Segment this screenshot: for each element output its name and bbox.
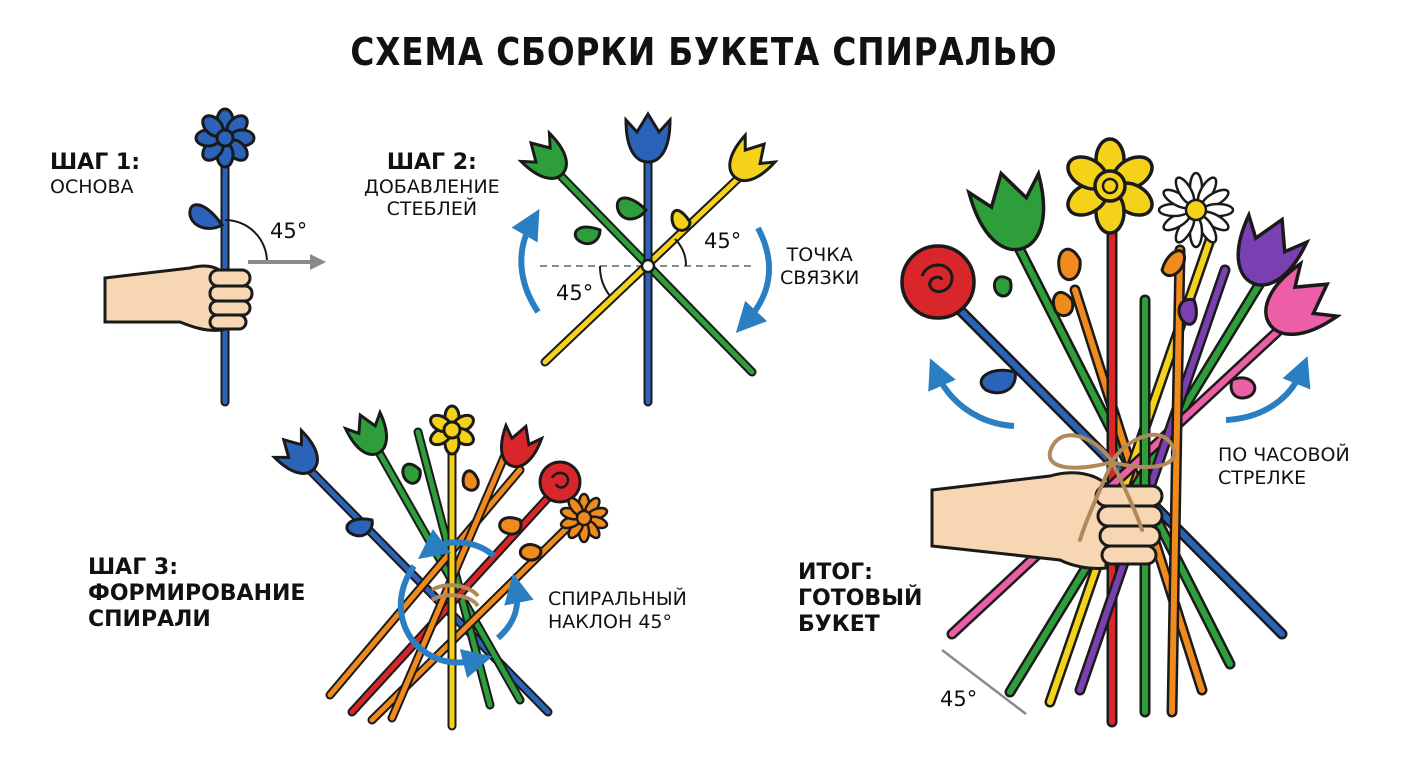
step2-binding-point: [640, 258, 656, 274]
step1-hand: [103, 264, 254, 332]
step3-rose-red: [538, 460, 582, 504]
result-note-line2: СТРЕЛКЕ: [1218, 466, 1307, 489]
step2-tulip-green: [517, 129, 568, 180]
step3-illustration: [270, 404, 609, 731]
step2-leaf-blue: [615, 196, 648, 221]
step2-illustration: 45° 45°: [511, 111, 779, 407]
step2-rotate-arrow-left: [511, 208, 541, 314]
result-daisy: [1157, 171, 1235, 249]
step3-leaves: [345, 462, 543, 562]
step3-spiral-arrow-top: [417, 529, 496, 559]
result-label: ИТОГ: ГОТОВЫЙ БУКЕТ: [798, 560, 922, 638]
step1-leaf: [188, 203, 225, 230]
step3-spiral-arrow-right: [495, 573, 534, 641]
step3-label: ШАГ 3: ФОРМИРОВАНИЕ СПИРАЛИ: [88, 555, 305, 633]
result-rotate-arrow-left: [928, 358, 1015, 429]
result-leaves: [979, 247, 1257, 400]
result-tulip-green: [966, 168, 1046, 252]
step2-tulip-yellow: [728, 131, 779, 182]
step3-tulip-blue: [270, 426, 319, 475]
step2-note-line2: СВЯЗКИ: [780, 266, 860, 289]
step3-sub-line1: ФОРМИРОВАНИЕ: [88, 580, 306, 606]
step3-head: ШАГ 3:: [88, 555, 178, 580]
step2-sub-line2: СТЕБЛЕЙ: [386, 198, 478, 221]
step3-note-line1: СПИРАЛЬНЫЙ: [548, 588, 687, 610]
step2-label: ШАГ 2: ДОБАВЛЕНИЕ СТЕБЛЕЙ: [364, 150, 500, 221]
step3-stems: [295, 427, 580, 731]
result-angle-label: 45°: [940, 687, 977, 711]
step3-sub-line2: СПИРАЛИ: [88, 606, 211, 632]
step1-illustration: 45°: [103, 107, 326, 407]
step2-angle-arc-right: [674, 238, 688, 267]
result-sub-line1: ГОТОВЫЙ: [798, 585, 923, 611]
step1-sub: ОСНОВА: [50, 175, 134, 198]
result-tulip-purple: [1236, 210, 1311, 287]
step2-angle-left: 45°: [556, 281, 593, 305]
step2-angle-right: 45°: [704, 229, 741, 253]
step2-head: ШАГ 2:: [386, 150, 477, 175]
step2-rotate-arrow-right: [735, 226, 772, 333]
result-twine-bow: [1047, 432, 1177, 542]
step1-flower-head: [194, 107, 256, 169]
step2-leaf-green: [573, 225, 602, 246]
result-note-line1: ПО ЧАСОВОЙ: [1218, 444, 1350, 466]
step3-note-line2: НАКЛОН 45°: [548, 610, 673, 633]
step3-daffodil: [429, 404, 475, 456]
result-sub-line2: БУКЕТ: [798, 611, 880, 637]
result-illustration: 45°: [900, 137, 1343, 728]
step2-note-line1: ТОЧКА: [786, 244, 853, 266]
page-title: СХЕМА СБОРКИ БУКЕТА СПИРАЛЬЮ: [350, 30, 1058, 74]
result-angle-line: [941, 649, 1027, 715]
result-rotate-arrow-right: [1225, 356, 1311, 423]
step3-tulip-green: [342, 408, 388, 456]
result-tulip-pink: [1264, 259, 1343, 336]
result-head: ИТОГ:: [798, 560, 873, 585]
step2-leaf-yellow: [670, 208, 692, 232]
result-daffodil: [1066, 137, 1154, 235]
step2-sub-line1: ДОБАВЛЕНИЕ: [364, 175, 500, 198]
step3-twine: [430, 583, 480, 608]
step3-note: СПИРАЛЬНЫЙ НАКЛОН 45°: [548, 588, 687, 634]
step1-head: ШАГ 1:: [50, 150, 140, 175]
step2-note: ТОЧКА СВЯЗКИ: [780, 244, 859, 290]
step3-spiral-arrow-left: [397, 564, 493, 679]
step2-stem-green: [550, 165, 757, 377]
step1-angle-label: 45°: [270, 219, 307, 243]
step1-angle-arc: [224, 219, 268, 263]
result-hand: [930, 471, 1164, 570]
step3-gerbera-orange: [559, 492, 609, 544]
step3-tulip-red: [499, 421, 545, 469]
result-rose-red: [900, 244, 976, 320]
result-note: ПО ЧАСОВОЙ СТРЕЛКЕ: [1218, 444, 1350, 490]
step1-label: ШАГ 1: ОСНОВА: [50, 150, 140, 198]
step2-tulip-blue: [624, 111, 672, 164]
step2-angle-arc-left: [598, 265, 611, 297]
